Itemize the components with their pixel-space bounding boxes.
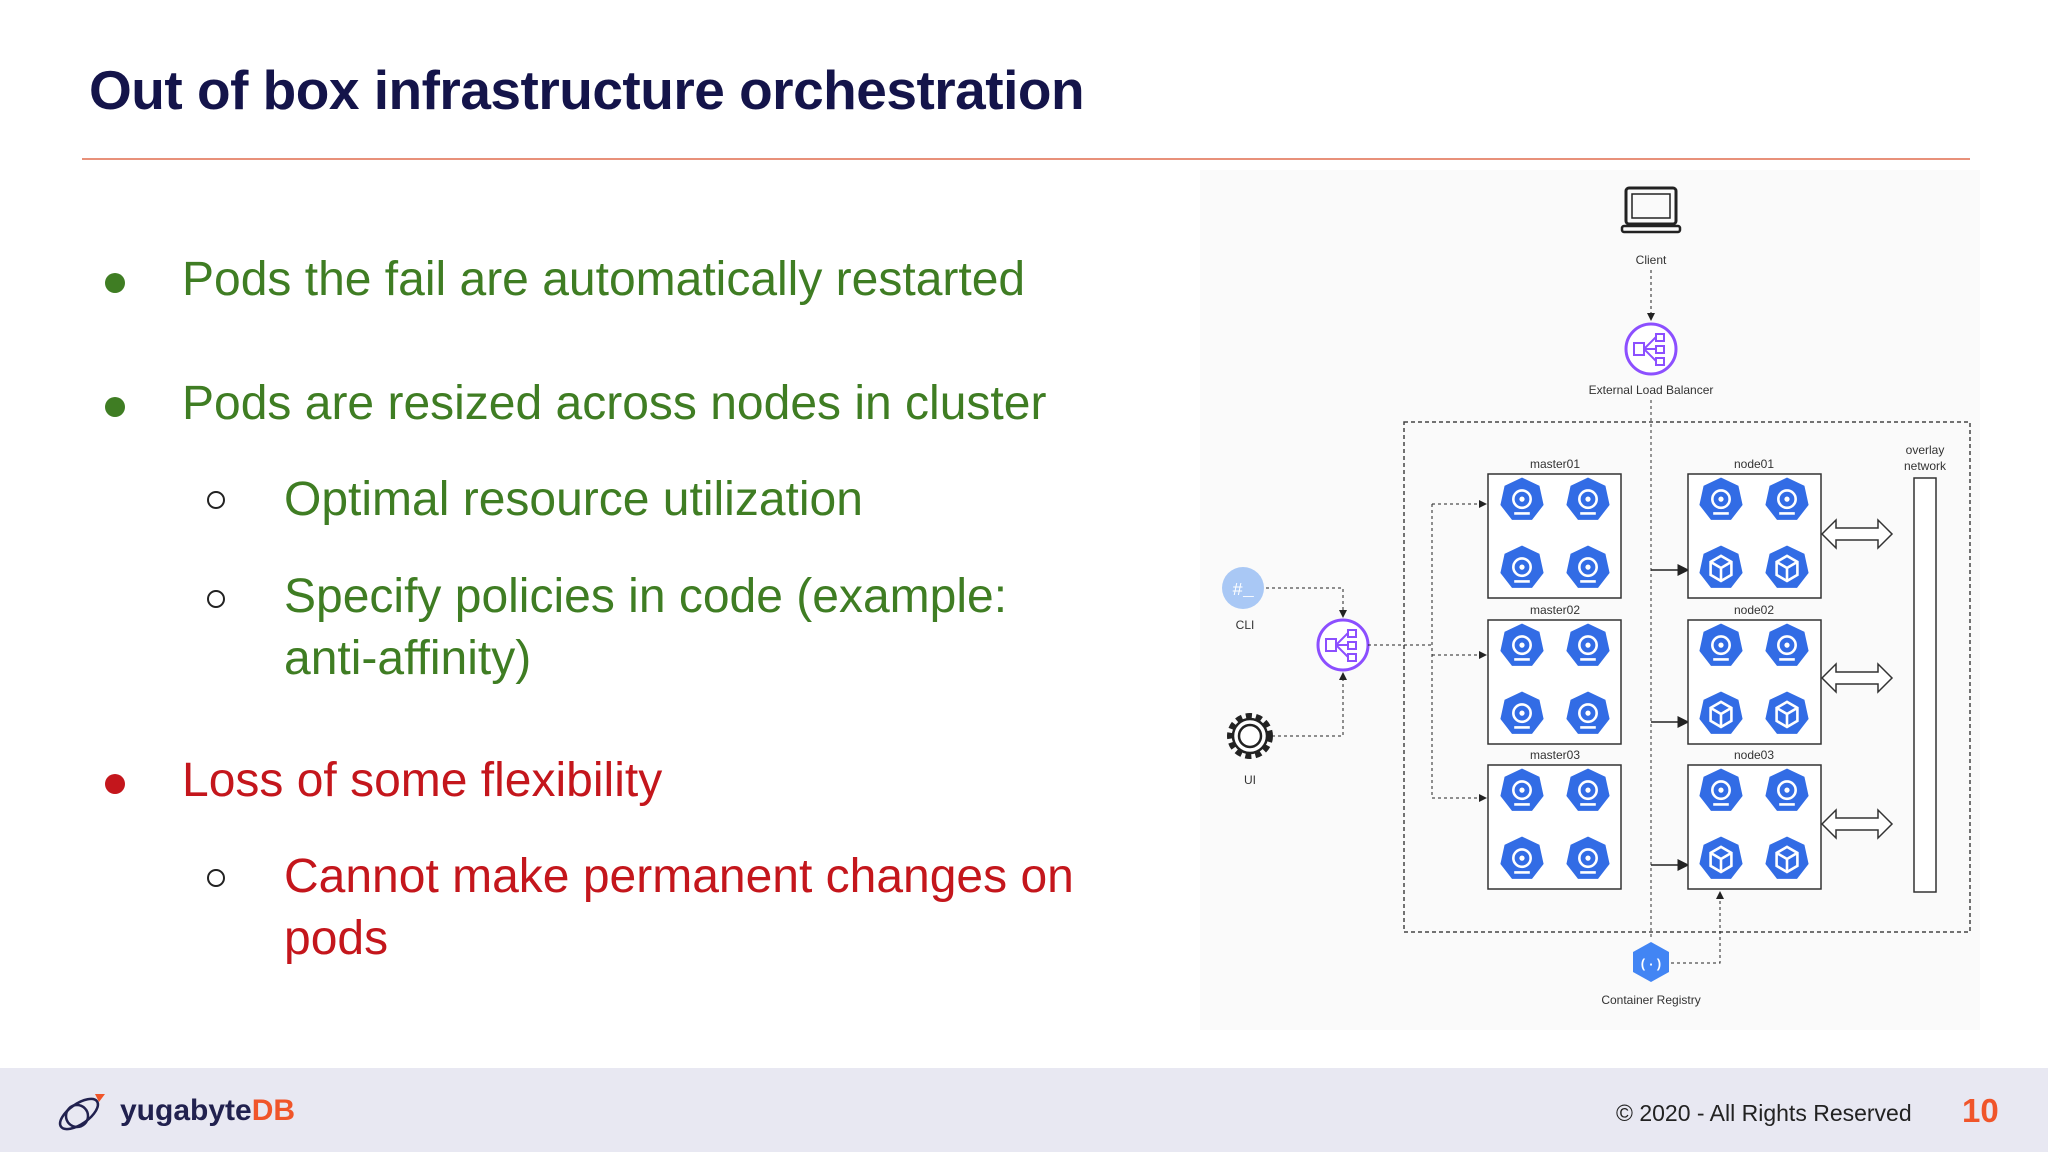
master01-box: [1487, 473, 1622, 599]
k8s-pod-icon: [1697, 834, 1745, 882]
bullet-list: Pods the fail are automatically restarte…: [105, 253, 1074, 965]
k8s-cm-icon: [1498, 689, 1546, 737]
sub-bullet-item-continued: pods: [284, 912, 389, 965]
bullet-item: Loss of some flexibility: [182, 754, 663, 807]
cli-label: CLI: [1236, 618, 1255, 632]
overlay-double-arrow: [1820, 518, 1894, 550]
overlay-label-line1: overlay: [1906, 443, 1945, 457]
sub-bullet-item: Cannot make permanent changes on: [284, 850, 1074, 903]
load-balancer-icon: [1624, 322, 1678, 376]
page-number: 10: [1962, 1092, 1999, 1129]
k8s-sched-icon: [1564, 621, 1612, 669]
sub-bullet-ring: [207, 590, 225, 608]
overlay-double-arrow: [1820, 662, 1894, 694]
svg-text:#_: #_: [1232, 581, 1254, 601]
internal-load-balancer-icon: [1316, 618, 1370, 672]
k8s-etcd-icon: [1564, 543, 1612, 591]
copyright-text: © 2020 - All Rights Reserved: [1616, 1100, 1912, 1126]
k8s-proxy-icon: [1763, 475, 1811, 523]
cluster-boundary: [1403, 421, 1971, 933]
title-divider: [82, 158, 1970, 160]
node01-label: node01: [1734, 457, 1774, 471]
node02-box: [1687, 619, 1822, 745]
container-registry-icon: (·): [1633, 942, 1669, 982]
sub-bullet-item-continued: anti-affinity): [284, 632, 532, 685]
k8s-sched-icon: [1564, 766, 1612, 814]
k8s-pod-icon: [1697, 543, 1745, 591]
slide-title: Out of box infrastructure orchestration: [89, 59, 1085, 121]
bullet-item: Pods are resized across nodes in cluster: [182, 377, 1047, 430]
k8s-cm-icon: [1498, 543, 1546, 591]
k8s-kubelet-icon: [1697, 766, 1745, 814]
master02-label: master02: [1530, 603, 1580, 617]
yugabyte-logo-text: yugabyteDB: [120, 1094, 295, 1128]
container-registry-label: Container Registry: [1601, 993, 1700, 1007]
k8s-pod-icon: [1763, 834, 1811, 882]
overlay-label-line2: network: [1904, 459, 1947, 473]
load-balancer-label: External Load Balancer: [1589, 383, 1714, 397]
client-computer-icon: [1620, 186, 1682, 234]
node03-box: [1687, 764, 1822, 890]
k8s-kubelet-icon: [1697, 621, 1745, 669]
node02-label: node02: [1734, 603, 1774, 617]
k8s-cm-icon: [1498, 834, 1546, 882]
client-label: Client: [1636, 253, 1667, 267]
cli-icon: #_: [1222, 567, 1264, 609]
k8s-api-icon: [1498, 621, 1546, 669]
node01-box: [1687, 473, 1822, 599]
ui-label: UI: [1244, 773, 1256, 787]
k8s-api-icon: [1498, 475, 1546, 523]
svg-text:(·): (·): [1639, 957, 1662, 972]
master01-label: master01: [1530, 457, 1580, 471]
footer-bar: [0, 1068, 2048, 1152]
yugabyte-logo-icon: [55, 1088, 107, 1136]
gear-icon: [1227, 713, 1273, 759]
sub-bullet-ring: [207, 491, 225, 509]
k8s-etcd-icon: [1564, 834, 1612, 882]
k8s-etcd-icon: [1564, 689, 1612, 737]
k8s-sched-icon: [1564, 475, 1612, 523]
master03-label: master03: [1530, 748, 1580, 762]
overlay-network-bar: [1913, 477, 1937, 893]
sub-bullet-item: Optimal resource utilization: [284, 473, 863, 526]
k8s-pod-icon: [1697, 689, 1745, 737]
master03-box: [1487, 764, 1622, 890]
bullet-dot: [105, 397, 125, 417]
k8s-pod-icon: [1763, 689, 1811, 737]
logo-db-text: DB: [251, 1094, 296, 1127]
k8s-proxy-icon: [1763, 766, 1811, 814]
k8s-pod-icon: [1763, 543, 1811, 591]
k8s-proxy-icon: [1763, 621, 1811, 669]
overlay-double-arrow: [1820, 808, 1894, 840]
kubernetes-architecture-diagram: Client External Load Balancer overlay ne…: [1200, 170, 1980, 1030]
master02-box: [1487, 619, 1622, 745]
diagram-svg: Client External Load Balancer overlay ne…: [1222, 186, 1971, 1007]
bullet-dot: [105, 774, 125, 794]
bullet-item: Pods the fail are automatically restarte…: [182, 253, 1026, 306]
sub-bullet-item: Specify policies in code (example:: [284, 570, 1008, 623]
logo-main-text: yugabyte: [120, 1094, 252, 1127]
node03-label: node03: [1734, 748, 1774, 762]
k8s-api-icon: [1498, 766, 1546, 814]
k8s-kubelet-icon: [1697, 475, 1745, 523]
sub-bullet-ring: [207, 869, 225, 887]
bullet-dot: [105, 273, 125, 293]
